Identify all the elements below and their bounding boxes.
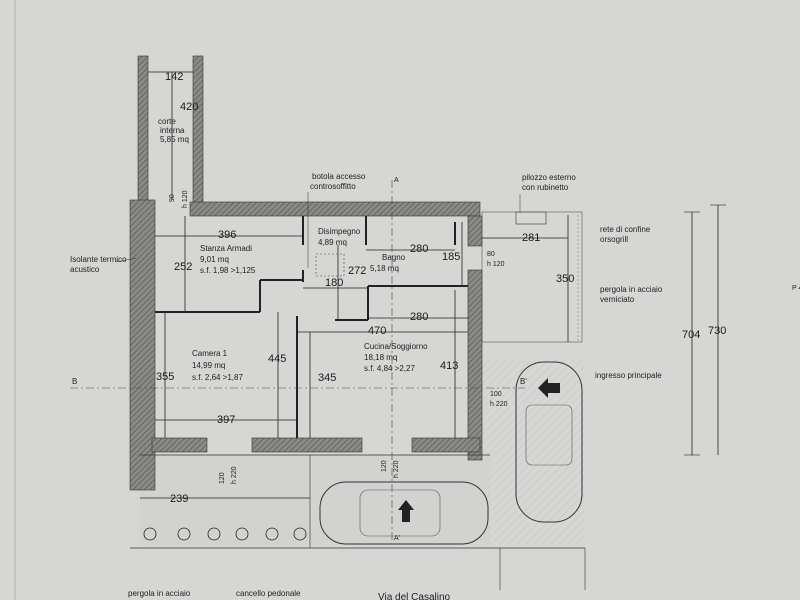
rete-label: rete di confine [600,225,651,234]
window-h120-bagno: h 120 [487,261,505,268]
bottom-120: 120 [219,472,226,484]
east-wall-lower [467,269,483,461]
cancello-label: cancello pedonale [236,589,301,598]
bottom-h220: h 220 [231,466,238,484]
corte-wall-right [192,55,204,207]
bagno-area: 5,18 mq [370,264,399,273]
ingresso: ingresso principale [515,361,662,523]
camera-name: Camera 1 [192,349,228,358]
bottom-area: 239 120 h 220 120 h 220 pergola in accia… [128,454,586,600]
controsoffitto-label: controsoffitto [310,182,356,191]
west-wall [129,199,156,491]
camera-left-height: 355 [156,371,174,383]
corte-interna: 142 420 corte interna 5,85 mq 90 h 120 [148,71,198,208]
verniciato-label: verniciato [600,295,635,304]
disimpegno-width: 180 [325,277,343,289]
cucina-width: 470 [368,325,386,337]
corte-height: 420 [180,101,198,113]
south-wall-mid [251,437,363,453]
orsogrill-label: orsogrill [600,235,628,244]
entrance-arrow-icon [538,378,560,398]
rubinetto-label: con rubinetto [522,183,569,192]
bottom-120b: 120 [381,460,388,472]
total-730: 730 [708,325,726,337]
edge-text: P 4 [792,285,800,292]
pergola-right-height: 350 [556,273,574,285]
via-label: Via del Casalino [378,592,451,600]
car-bottom [319,481,489,545]
isolante-label: Isolante termico [70,255,127,264]
armadi-name: Stanza Armadi [200,244,252,253]
section-a-top: A [394,177,399,184]
interior-walls [155,216,468,438]
cucina-height-left: 345 [318,372,336,384]
stanza-armadi: 396 252 Stanza Armadi 9,01 mq s.f. 1,98 … [155,216,303,312]
armadi-sf: s.f. 1,98 >1,125 [200,266,256,275]
corte-label-1: corte [158,117,176,126]
corte-width: 142 [165,71,183,83]
bagno-width: 280 [410,243,428,255]
camera-width: 397 [217,414,235,426]
armadi-height: 252 [174,261,192,273]
pergola-right-width: 281 [522,232,540,244]
disimpegno-height: 272 [348,265,366,277]
corte-area: 5,85 mq [160,135,189,144]
acustico-label: acustico [70,265,100,274]
corte-wall-left [137,55,149,207]
total-704: 704 [682,329,700,341]
armadi-area: 9,01 mq [200,255,229,264]
window-90: 90 [169,194,176,202]
cucina-name: Cucina/Soggiorno [364,342,428,351]
section-lines: A A' B B' [70,177,527,542]
section-a-bottom: A' [394,535,400,542]
window-80: 80 [487,251,495,258]
disimpegno-area: 4,89 mq [318,238,347,247]
south-wall-right [411,437,481,453]
camera-area: 14,99 mq [192,361,225,370]
disimpegno-name: Disimpegno [318,227,361,236]
door-100: 100 [490,391,502,398]
pilozzo-label: pilozzo esterno [522,173,576,182]
door-h220: h 220 [490,401,508,408]
window-h120-top: h 120 [182,190,189,208]
cucina-soggiorno: 280 470 Cucina/Soggiorno 18,18 mq s.f. 4… [297,290,508,438]
botola-label: botola accesso [312,172,366,181]
camera-1: Camera 1 14,99 mq s.f. 2,64 >1,87 355 44… [155,312,297,438]
east-wall [467,215,483,247]
top-annotations: botola accesso controsoffitto pilozzo es… [307,172,576,268]
corte-label-2: interna [160,126,185,135]
car-arrow-icon [398,500,414,522]
pergola-right: 281 350 rete di confine orsogrill pergol… [481,211,663,343]
camera-sf: s.f. 2,64 >1,87 [192,373,243,382]
camera-height: 445 [268,353,286,365]
bagno: 280 Bagno 5,18 mq 185 80 h 120 [366,222,505,286]
south-wall-left [151,437,208,453]
armadi-width: 396 [218,229,236,241]
disimpegno: Disimpegno 4,89 mq 272 180 [303,227,368,320]
section-b-right: B' [520,377,527,386]
bottom-h220b: h 220 [393,460,400,478]
walls [129,55,483,491]
cucina-height-right: 413 [440,360,458,372]
bagno-name: Bagno [382,253,406,262]
pergola-bottom-label: pergola in acciaio [128,589,191,598]
overall-dimensions: 704 730 P 4 [682,204,800,456]
cucina-area: 18,18 mq [364,353,397,362]
section-b-left: B [72,377,77,386]
pergola-acciaio-label: pergola in acciaio [600,285,663,294]
pergola-left-width: 239 [170,493,188,505]
car-right [515,361,583,523]
courtyard-floor [140,455,490,545]
north-wall [189,201,481,217]
isolante-note: Isolante termico acustico [70,255,137,274]
ingresso-label: ingresso principale [595,371,662,380]
bagno-height: 185 [442,251,460,263]
plants [143,527,307,541]
driveway-area [480,360,585,545]
cucina-sf: s.f. 4,84 >2,27 [364,364,415,373]
cucina-width-top: 280 [410,311,428,323]
